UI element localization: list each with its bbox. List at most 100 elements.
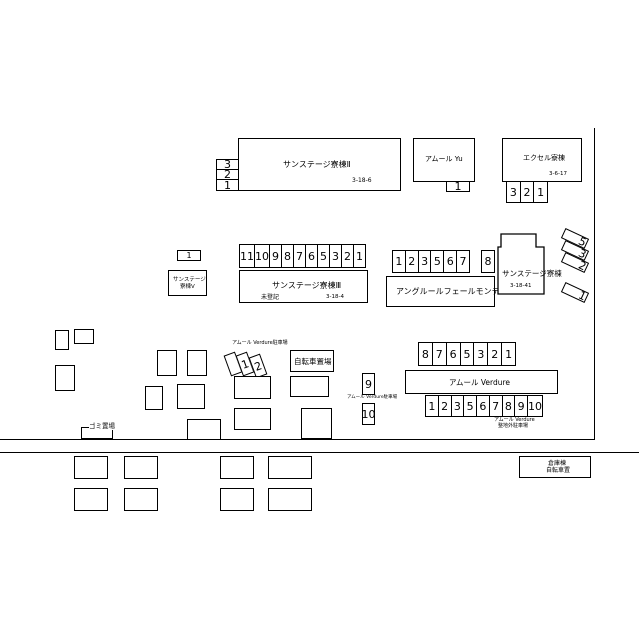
parking-space[interactable] — [74, 329, 94, 344]
angle-slot-8[interactable]: 8 — [481, 250, 495, 273]
parking-space[interactable] — [74, 456, 108, 479]
verdure-top-slot-7[interactable]: 7 — [431, 343, 446, 365]
building-excel[interactable]: エクセル寮棟 3-6-17 — [502, 138, 582, 182]
parking-space[interactable] — [177, 384, 205, 409]
verdure-side-slot-9[interactable]: 9 — [362, 373, 375, 395]
parking-space[interactable] — [157, 350, 177, 376]
sunstage-3-slot-7[interactable]: 7 — [293, 245, 305, 267]
verdure-top-slot-1[interactable]: 1 — [501, 343, 515, 365]
verdure-bottom-slot-8[interactable]: 8 — [501, 396, 515, 416]
sunstage-3-slot-1[interactable]: 1 — [353, 245, 365, 267]
sunstage-v-slot-1[interactable]: 1 — [177, 250, 201, 261]
building-sunstage-3-address: 3-18-4 — [326, 294, 344, 300]
verdure-bottom-parking-row[interactable]: 1 2 3 5 6 7 8 9 10 — [425, 395, 543, 417]
verdure-side-slot-10[interactable]: 10 — [362, 403, 376, 425]
building-south-name-1: 倉庫棟 — [548, 460, 567, 467]
parking-space[interactable] — [234, 376, 271, 399]
verdure-bottom-slot-6[interactable]: 6 — [476, 396, 489, 416]
garbage-area[interactable]: ゴミ置場 — [81, 423, 115, 439]
parking-space[interactable] — [268, 488, 312, 511]
parking-space[interactable] — [55, 330, 69, 350]
bicycle-parking[interactable]: 自転車置場 — [290, 350, 334, 372]
building-south-name-2: 自転車置 — [546, 467, 571, 474]
parking-space[interactable] — [268, 456, 312, 479]
verdure-side-parking-label: アムール Verdure駐車場 — [347, 395, 398, 400]
building-sunstage-dorm[interactable] — [497, 233, 557, 303]
parking-space[interactable] — [234, 408, 271, 430]
verdure-top-parking-row[interactable]: 8 7 6 5 3 2 1 — [418, 342, 516, 366]
verdure-top-slot-6[interactable]: 6 — [445, 343, 460, 365]
sunstage-3-slot-3[interactable]: 3 — [329, 245, 341, 267]
building-sunstage-dorm-name: サンステージ寮棟 — [502, 269, 562, 278]
verdure-bottom-slot-7[interactable]: 7 — [488, 396, 502, 416]
sunstage-3-slot-6[interactable]: 6 — [305, 245, 317, 267]
verdure-bottom-slot-2[interactable]: 2 — [437, 396, 451, 416]
sunstage-3-parking-row[interactable]: 11 10 9 8 7 6 5 3 2 1 — [239, 244, 366, 268]
excel-slot-2[interactable]: 2 — [519, 182, 534, 202]
parking-space[interactable] — [55, 365, 75, 391]
sunstage-2-slot-1[interactable]: 1 — [216, 179, 239, 191]
building-amour-verdure[interactable]: アムール Verdure — [405, 370, 558, 394]
verdure-outside-parking-label-1: アムール Verdure — [494, 417, 535, 423]
verdure-bottom-slot-3[interactable]: 3 — [450, 396, 464, 416]
property-boundary-right — [594, 128, 596, 440]
building-amour-yu[interactable]: アムール Yu — [413, 138, 475, 182]
parking-space[interactable] — [220, 488, 254, 511]
sunstage-3-slot-11[interactable]: 11 — [240, 249, 254, 263]
sunstage-3-slot-10[interactable]: 10 — [254, 245, 269, 267]
verdure-bottom-slot-10[interactable]: 10 — [527, 396, 542, 416]
verdure-small-parking-label: アムール Verdure駐車場 — [232, 340, 288, 346]
angle-slot-2[interactable]: 2 — [404, 251, 418, 272]
property-boundary-line — [0, 439, 595, 441]
building-excel-name: エクセル寮棟 — [523, 154, 565, 162]
sunstage-3-slot-8[interactable]: 8 — [281, 245, 293, 267]
verdure-top-slot-3[interactable]: 3 — [473, 343, 487, 365]
parking-space[interactable] — [74, 488, 108, 511]
angle-parking-row[interactable]: 1 2 3 5 6 7 — [392, 250, 470, 273]
sunstage-3-slot-2[interactable]: 2 — [341, 245, 353, 267]
verdure-top-slot-8[interactable]: 8 — [421, 347, 429, 361]
building-amour-yu-name: アムール Yu — [425, 155, 463, 163]
building-sunstage-3-name: サンステージ寮棟Ⅲ — [272, 281, 342, 290]
angle-slot-1[interactable]: 1 — [395, 255, 403, 268]
building-sunstage-2-address: 3-18-6 — [352, 177, 372, 184]
excel-slot-3[interactable]: 3 — [509, 185, 517, 199]
sunstage-3-slot-5[interactable]: 5 — [317, 245, 329, 267]
sunstage-dorm-diag-slot-1[interactable]: 1 — [560, 282, 590, 303]
parking-space[interactable] — [187, 419, 221, 440]
verdure-outside-parking-label-2: 整地外駐車場 — [498, 423, 529, 429]
excel-parking-row[interactable]: 3 2 1 — [506, 181, 548, 203]
garbage-area-name: ゴミ置場 — [89, 422, 115, 430]
excel-slot-1[interactable]: 1 — [533, 182, 547, 202]
angle-slot-3[interactable]: 3 — [417, 251, 431, 272]
angle-slot-7[interactable]: 7 — [456, 251, 469, 272]
building-sunstage-2[interactable]: サンステージ寮棟Ⅱ 3-18-6 — [238, 138, 401, 191]
building-sunstage-3[interactable]: サンステージ寮棟Ⅲ 未登記 3-18-4 — [239, 270, 368, 303]
parking-space[interactable] — [301, 408, 332, 439]
parking-space[interactable] — [187, 350, 207, 376]
verdure-small-slot-2[interactable]: 2 — [248, 353, 268, 379]
angle-slot-5[interactable]: 5 — [430, 251, 443, 272]
verdure-bottom-slot-5[interactable]: 5 — [463, 396, 476, 416]
building-sunstage-3-note: 未登記 — [261, 294, 280, 301]
sunstage-3-slot-9[interactable]: 9 — [269, 245, 281, 267]
parking-space[interactable] — [124, 488, 158, 511]
verdure-top-slot-2[interactable]: 2 — [487, 343, 501, 365]
building-sunstage-v-name-2: 寮棟Ⅴ — [180, 284, 195, 290]
building-sunstage-v-name-1: サンステージ — [173, 277, 206, 283]
verdure-top-slot-5[interactable]: 5 — [459, 343, 474, 365]
amour-yu-slot-1[interactable]: 1 — [446, 181, 470, 192]
angle-slot-6[interactable]: 6 — [443, 251, 456, 272]
road-line — [0, 452, 639, 454]
parking-space[interactable] — [145, 386, 163, 410]
verdure-bottom-slot-1[interactable]: 1 — [428, 399, 436, 413]
parking-space[interactable] — [220, 456, 254, 479]
parking-space[interactable] — [124, 456, 158, 479]
verdure-bottom-slot-9[interactable]: 9 — [514, 396, 527, 416]
building-sunstage-dorm-address: 3-18-41 — [510, 283, 532, 289]
building-angle-name: アングルールフェールモンテ — [396, 287, 500, 296]
building-angle[interactable]: アングルールフェールモンテ — [386, 276, 500, 307]
building-sunstage-v[interactable]: サンステージ 寮棟Ⅴ — [168, 270, 207, 296]
parking-space[interactable] — [290, 376, 329, 397]
building-south[interactable]: 倉庫棟 自転車置 — [519, 456, 591, 478]
